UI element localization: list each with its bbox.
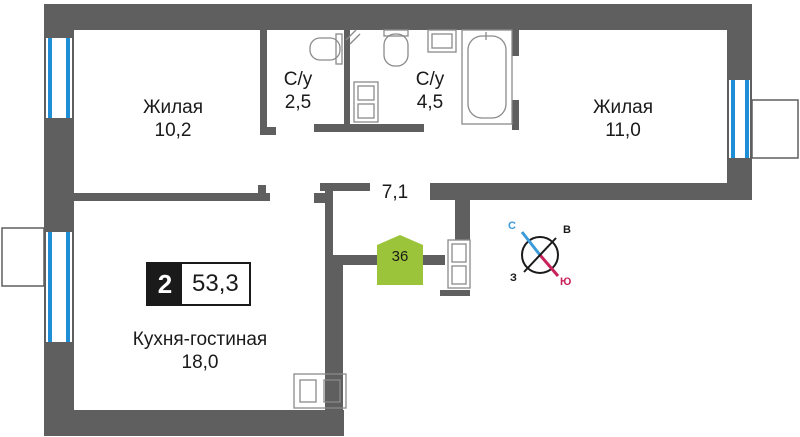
compass-east-label: В bbox=[563, 224, 571, 236]
room-name: С/у bbox=[283, 69, 313, 90]
room-name: Жилая bbox=[592, 97, 654, 118]
shelf-hall bbox=[447, 239, 471, 289]
room-label-living-right: Жилая 11,0 bbox=[568, 96, 678, 142]
bathtub bbox=[461, 29, 513, 125]
apartment-badge: 2 53,3 bbox=[146, 262, 251, 306]
toilet-small-bath bbox=[309, 29, 361, 65]
room-label-living-left: Жилая 10,2 bbox=[118, 96, 228, 142]
unit-number-badge bbox=[377, 235, 423, 285]
unit-number: 36 bbox=[391, 248, 409, 265]
window-left-top bbox=[46, 38, 72, 118]
room-area: 2,5 bbox=[284, 92, 312, 113]
compass-south-label: Ю bbox=[560, 276, 572, 288]
window-left-bottom bbox=[1, 227, 72, 342]
room-area: 4,5 bbox=[416, 92, 444, 113]
interior-walls bbox=[74, 28, 519, 296]
room-label-bath-small: С/у 2,5 bbox=[268, 68, 328, 114]
toilet-large-bath bbox=[383, 29, 409, 67]
room-area: 18,0 bbox=[181, 352, 219, 373]
room-label-hall: 7,1 bbox=[370, 181, 420, 204]
room-name: Кухня-гостиная bbox=[132, 329, 268, 350]
compass-north-label: С bbox=[508, 220, 516, 232]
sink-large-bath bbox=[427, 29, 457, 53]
compass-west-label: З bbox=[510, 272, 517, 284]
window-right bbox=[729, 80, 799, 159]
kitchen-sink bbox=[293, 373, 347, 409]
room-area: 10,2 bbox=[154, 120, 192, 141]
washing-machine bbox=[353, 81, 379, 123]
room-name: С/у bbox=[415, 69, 445, 90]
room-label-kitchen: Кухня-гостиная 18,0 bbox=[110, 328, 290, 374]
room-label-bath-large: С/у 4,5 bbox=[400, 68, 460, 114]
total-area: 53,3 bbox=[192, 270, 239, 297]
compass-icon bbox=[520, 231, 560, 277]
rooms-count: 2 bbox=[148, 264, 182, 304]
room-name: Жилая bbox=[142, 97, 204, 118]
room-area: 7,1 bbox=[381, 182, 409, 203]
room-area: 11,0 bbox=[605, 120, 641, 141]
